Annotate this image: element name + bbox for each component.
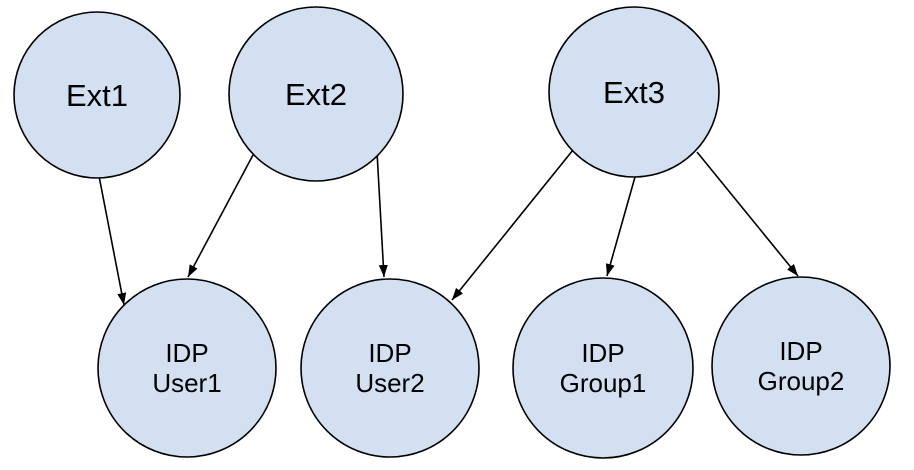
node-label-idp-group2-line-0: IDP bbox=[779, 336, 822, 366]
edge-ext3-to-idp-group2 bbox=[696, 151, 799, 277]
edges-layer bbox=[98, 149, 799, 306]
node-circle-idp-user2 bbox=[300, 278, 480, 458]
node-label-idp-user1-line-1: User1 bbox=[152, 368, 221, 398]
node-label-idp-user1-line-0: IDP bbox=[165, 338, 208, 368]
node-ext2: Ext2 bbox=[228, 6, 404, 182]
edge-ext1-to-idp-user1 bbox=[98, 175, 127, 306]
edge-ext3-to-idp-group1 bbox=[605, 176, 636, 277]
edge-ext3-to-idp-user2 bbox=[451, 149, 574, 301]
node-label-idp-user2-line-1: User2 bbox=[355, 368, 424, 398]
node-circle-idp-user1 bbox=[97, 278, 277, 458]
node-circle-ext2 bbox=[228, 6, 404, 182]
node-ext3: Ext3 bbox=[548, 6, 720, 178]
edge-ext2-to-idp-user1 bbox=[187, 154, 254, 278]
node-circle-ext1 bbox=[13, 11, 181, 179]
node-ext1: Ext1 bbox=[13, 11, 181, 179]
node-label-ext2-line-0: Ext2 bbox=[285, 77, 347, 112]
node-label-idp-user2-line-0: IDP bbox=[368, 338, 411, 368]
node-label-idp-group1-line-1: Group1 bbox=[560, 368, 647, 398]
node-label-ext3-line-0: Ext3 bbox=[603, 75, 665, 110]
node-circle-idp-group2 bbox=[711, 276, 891, 456]
node-label-idp-group1-line-0: IDP bbox=[581, 338, 624, 368]
node-label-idp-group2-line-1: Group2 bbox=[758, 366, 845, 396]
node-circle-ext3 bbox=[548, 6, 720, 178]
edge-ext2-to-idp-user2 bbox=[376, 151, 388, 278]
node-label-ext1-line-0: Ext1 bbox=[66, 78, 128, 113]
node-circle-idp-group1 bbox=[512, 277, 694, 459]
